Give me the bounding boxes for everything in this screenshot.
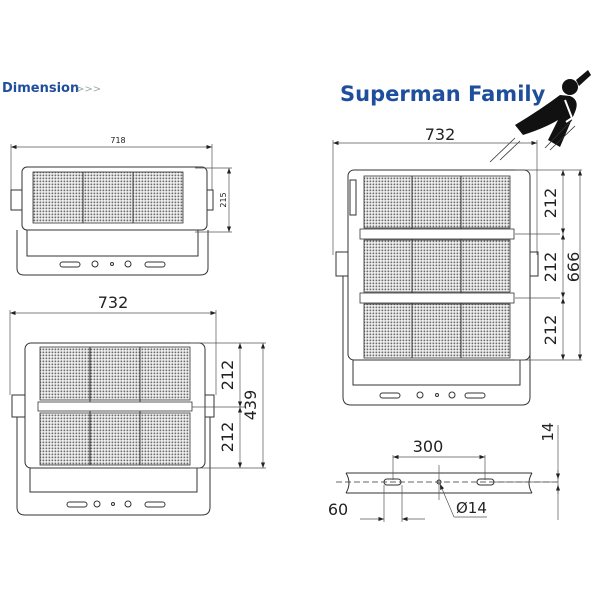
bracket-detail-drawing: 300 60 Ø14 14 [328, 422, 561, 522]
module-height-label: 212 [218, 422, 237, 453]
module-height-label: 212 [541, 188, 560, 219]
single-module-drawing: 718 215 [10, 136, 232, 276]
hole-diameter-label: Ø14 [456, 499, 487, 517]
total-height-label: 666 [564, 252, 583, 283]
width-label: 732 [98, 293, 129, 312]
module-height-label: 212 [541, 315, 560, 346]
module-height-label: 212 [541, 252, 560, 283]
section-arrows: >>> [76, 84, 101, 95]
triple-module-drawing: 732 212 212 212 666 [332, 125, 583, 406]
slot-offset-label: 60 [328, 500, 348, 519]
width-label: 718 [110, 136, 125, 145]
width-label: 732 [425, 125, 456, 144]
section-title: Dimension [2, 81, 79, 96]
module-height-label: 212 [218, 360, 237, 391]
height-label: 215 [219, 192, 228, 207]
brand-title: Superman Family [340, 82, 546, 106]
double-module-drawing: 732 212 212 439 [9, 293, 266, 516]
total-height-label: 439 [241, 390, 260, 421]
hole-spacing-label: 300 [413, 437, 444, 456]
slot-width-label: 14 [539, 422, 557, 441]
